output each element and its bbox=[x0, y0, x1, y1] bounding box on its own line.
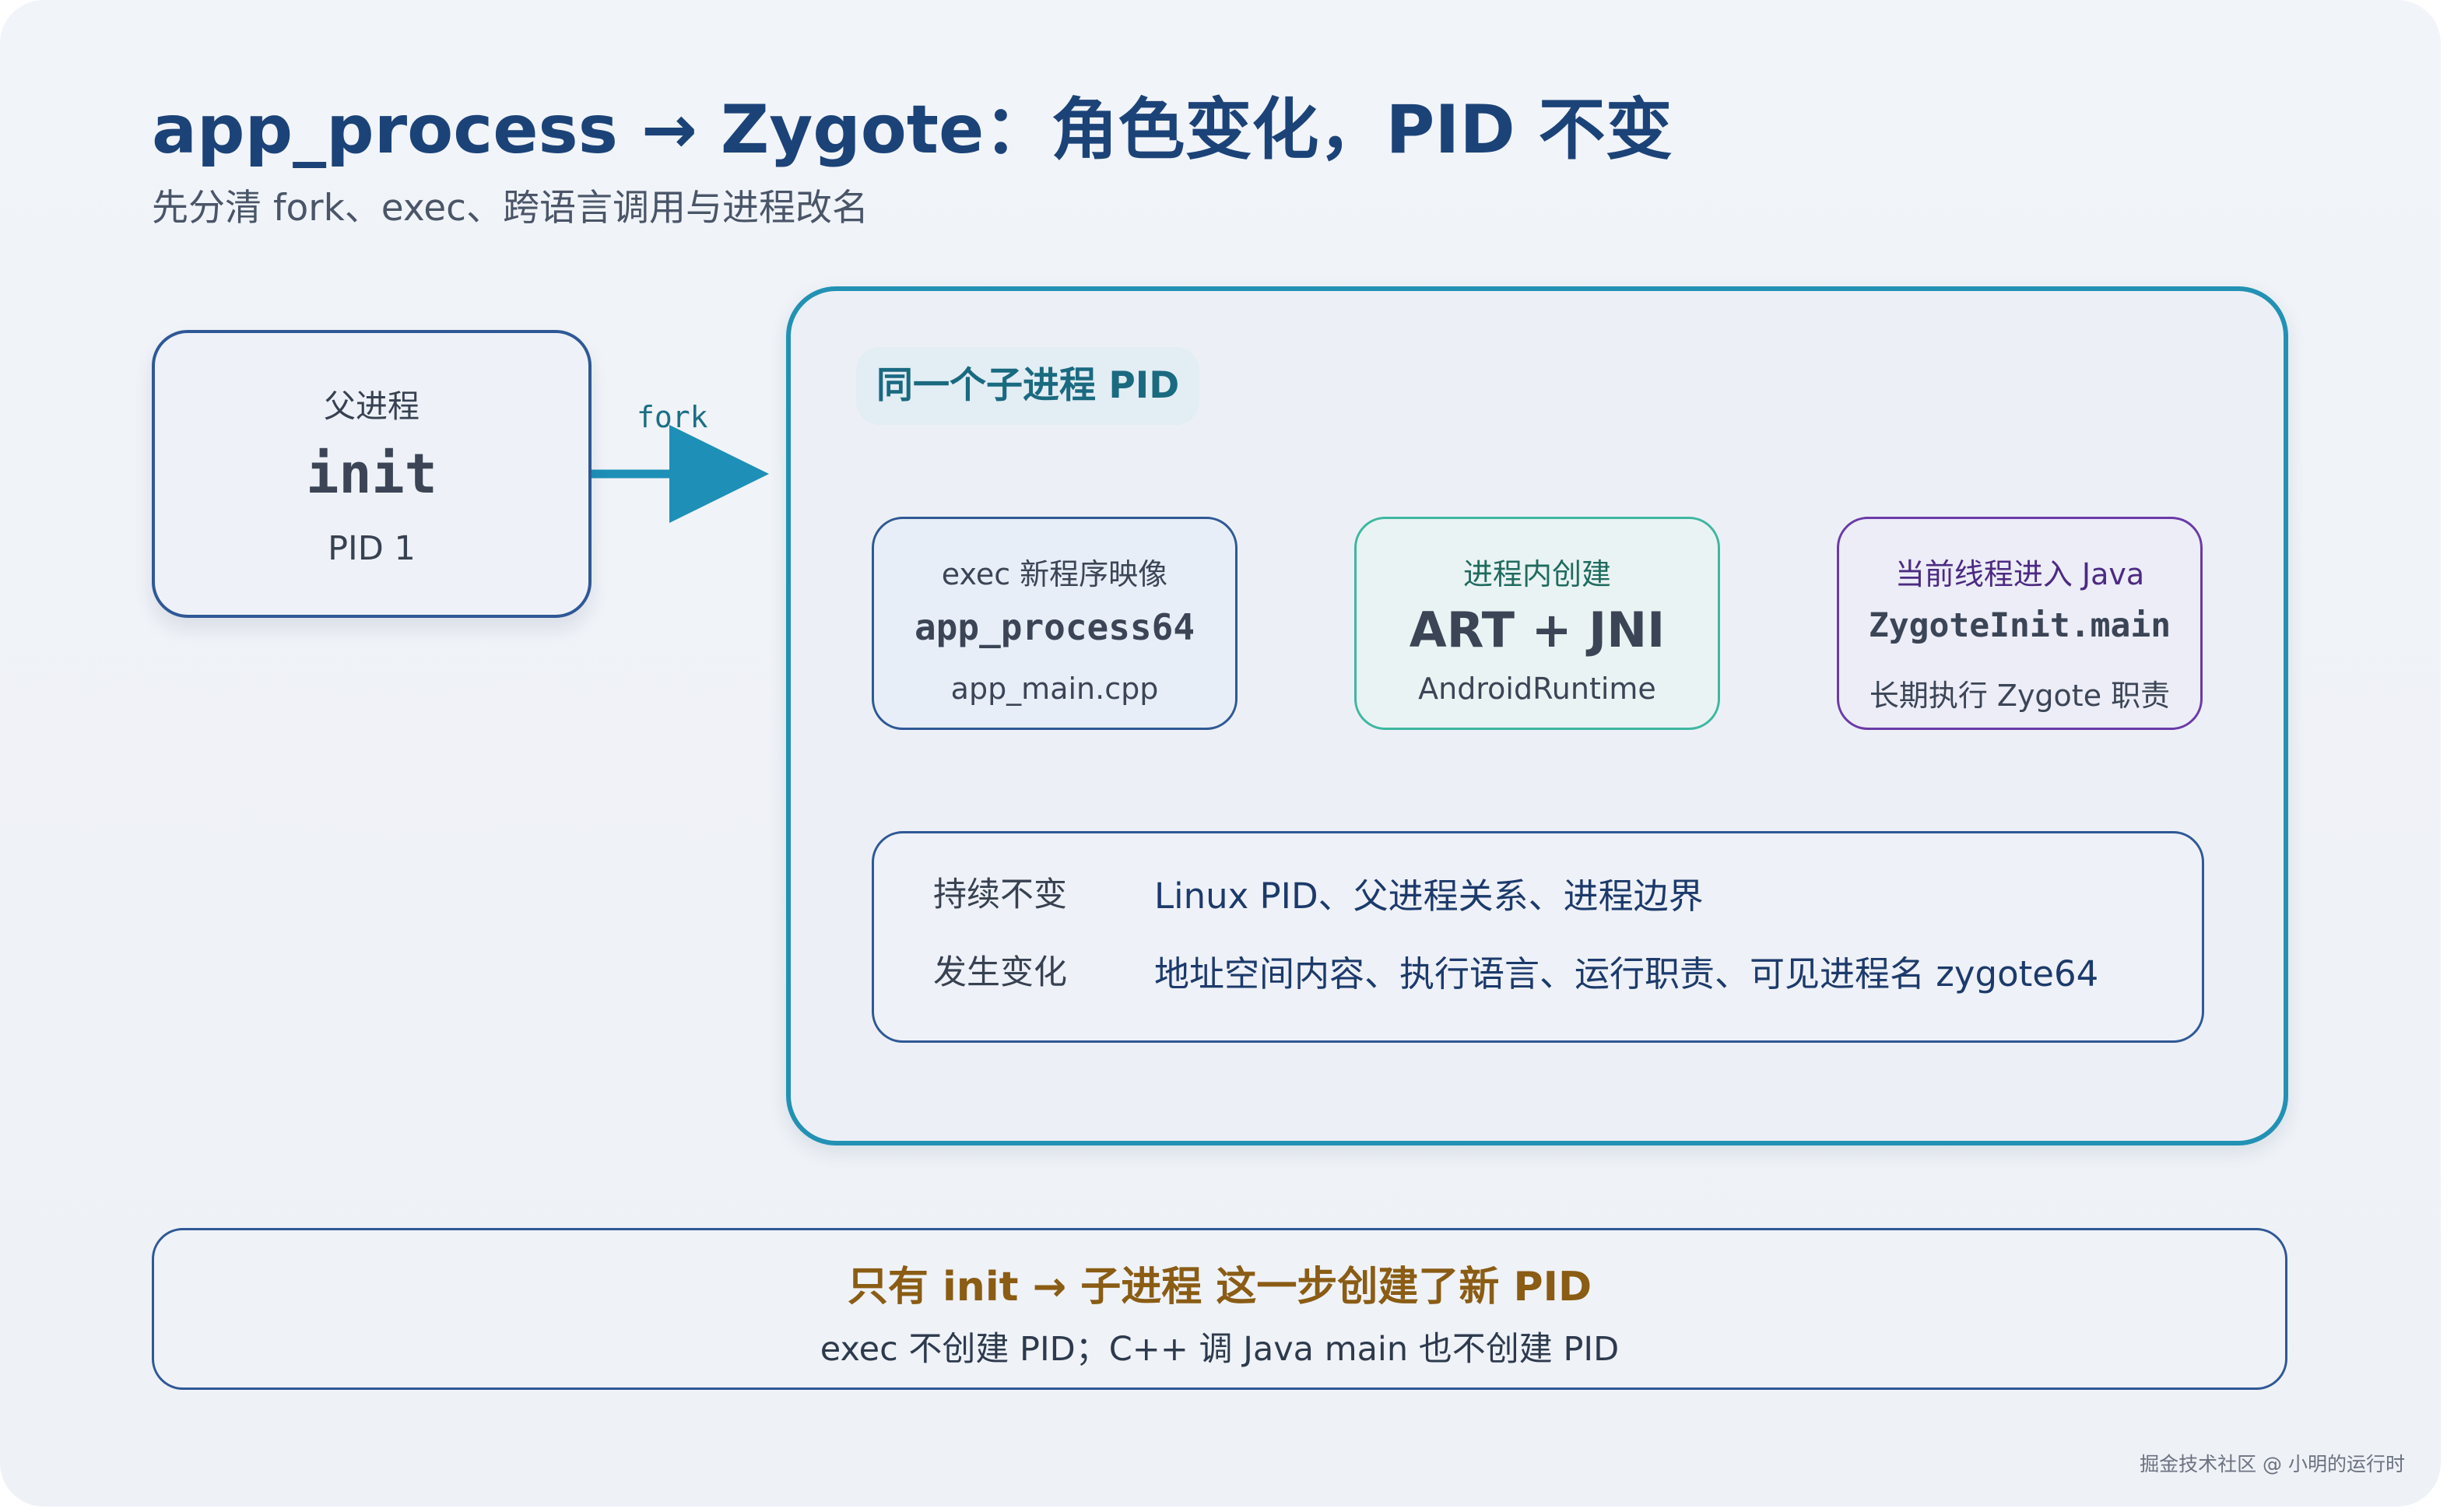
step-java-box: 当前线程进入 Java ZygoteInit.main 长期执行 Zygote … bbox=[1837, 517, 2203, 730]
parent-process-name: init bbox=[306, 442, 437, 506]
fact-row-unchanged: 持续不变 Linux PID、父进程关系、进程边界 bbox=[874, 868, 2202, 917]
fact-key-changed: 发生变化 bbox=[933, 953, 1067, 992]
child-process-tag: 同一个子进程 PID bbox=[856, 347, 1200, 425]
fork-arrow-head bbox=[669, 425, 769, 523]
step-exec-main: app_process64 bbox=[914, 606, 1195, 648]
step-java-main: ZygoteInit.main bbox=[1868, 606, 2171, 645]
fact-value-changed: 地址空间内容、执行语言、运行职责、可见进程名 zygote64 bbox=[1154, 953, 2099, 995]
page-title: app_process → Zygote：角色变化，PID 不变 bbox=[152, 91, 1673, 169]
step-runtime-main: ART + JNI bbox=[1409, 602, 1666, 658]
fork-edge-label: fork bbox=[637, 400, 708, 434]
step-runtime-label: 进程内创建 bbox=[1462, 557, 1611, 591]
page-subtitle: 先分清 fork、exec、跨语言调用与进程改名 bbox=[152, 187, 869, 230]
fact-value-unchanged: Linux PID、父进程关系、进程边界 bbox=[1154, 875, 1704, 917]
summary-title: 只有 init → 子进程 这一步创建了新 PID bbox=[847, 1264, 1592, 1310]
fact-row-changed: 发生变化 地址空间内容、执行语言、运行职责、可见进程名 zygote64 bbox=[874, 945, 2202, 995]
summary-subtitle: exec 不创建 PID；C++ 调 Java main 也不创建 PID bbox=[820, 1330, 1620, 1369]
step-java-sub: 长期执行 Zygote 职责 bbox=[1869, 679, 2171, 713]
step-runtime-box: 进程内创建 ART + JNI AndroidRuntime bbox=[1354, 517, 1720, 730]
step-exec-box: exec 新程序映像 app_process64 app_main.cpp bbox=[872, 517, 1238, 730]
step-exec-sub: app_main.cpp bbox=[950, 672, 1159, 706]
fact-key-unchanged: 持续不变 bbox=[933, 875, 1067, 914]
step-runtime-sub: AndroidRuntime bbox=[1418, 672, 1656, 706]
parent-process-label: 父进程 bbox=[324, 388, 420, 425]
watermark: 掘金技术社区 @ 小明的运行时 bbox=[2140, 1453, 2405, 1475]
parent-process-pid: PID 1 bbox=[328, 529, 416, 568]
parent-process-box: 父进程 init PID 1 bbox=[152, 330, 592, 618]
summary-box: 只有 init → 子进程 这一步创建了新 PID exec 不创建 PID；C… bbox=[152, 1228, 2287, 1390]
step-exec-label: exec 新程序映像 bbox=[941, 557, 1168, 591]
facts-box: 持续不变 Linux PID、父进程关系、进程边界 发生变化 地址空间内容、执行… bbox=[872, 831, 2204, 1043]
step-java-label: 当前线程进入 Java bbox=[1894, 557, 2145, 591]
